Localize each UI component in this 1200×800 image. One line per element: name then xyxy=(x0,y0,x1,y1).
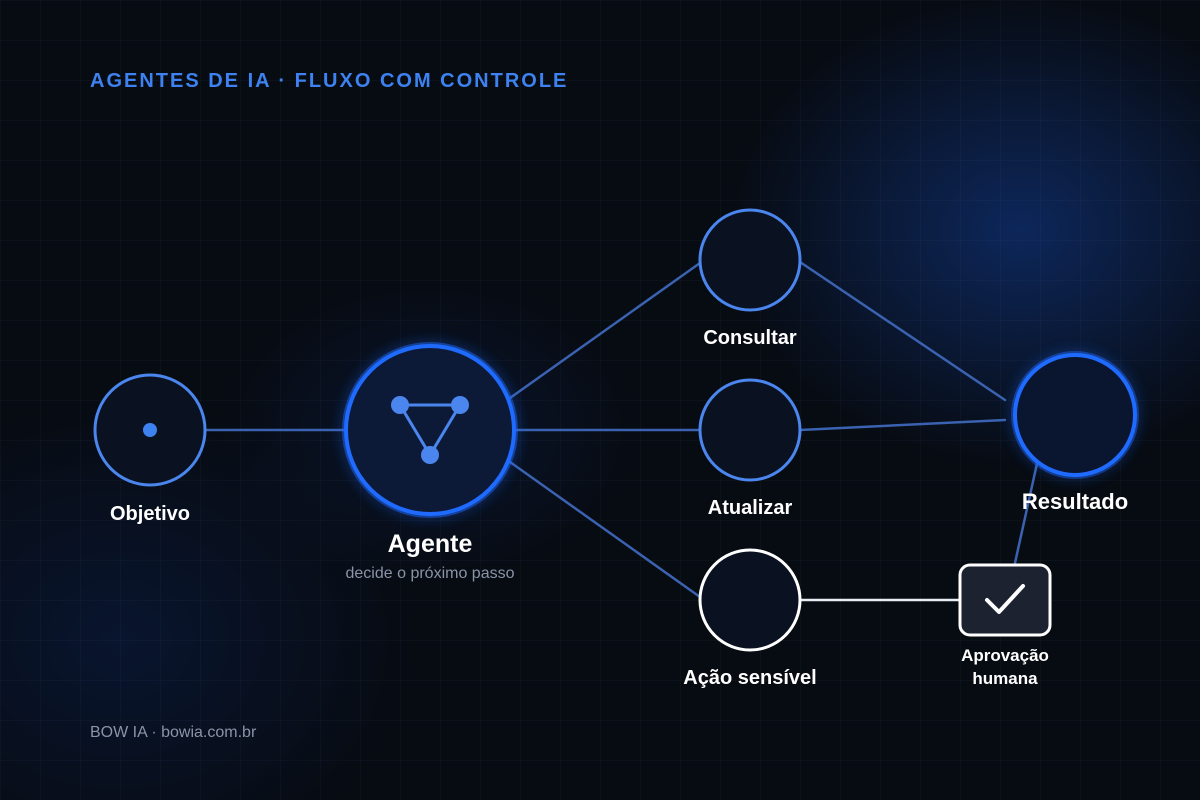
resultado-ring xyxy=(1013,353,1137,477)
node-consultar xyxy=(698,208,802,312)
consultar-label: Consultar xyxy=(703,327,797,349)
aprovacao-label-line2: humana xyxy=(972,669,1038,688)
aprovacao-label-line1: Aprovação xyxy=(961,646,1049,665)
diagram-eyebrow-title: AGENTES DE IA · FLUXO COM CONTROLE xyxy=(90,70,569,92)
aprovacao-box xyxy=(958,563,1052,637)
acao-sensivel-ring xyxy=(698,548,802,652)
node-acao-sensivel xyxy=(698,548,802,652)
node-atualizar xyxy=(698,378,802,482)
footer-credit: BOW IA · bowia.com.br xyxy=(90,724,257,741)
edge-aprovacao-resultado xyxy=(1011,448,1042,574)
acao-sensivel-label: Ação sensível xyxy=(683,667,817,689)
agente-ring xyxy=(344,344,516,516)
node-agente xyxy=(342,342,518,518)
node-aprovacao-humana xyxy=(958,563,1052,637)
edge-agente-acao-sensivel xyxy=(508,460,702,599)
resultado-label: Resultado xyxy=(1021,489,1129,514)
checkmark-icon xyxy=(985,584,1025,614)
objetivo-label: Objetivo xyxy=(109,503,191,525)
atualizar-label: Atualizar xyxy=(707,497,793,519)
agente-sublabel: decide o próximo passo xyxy=(345,565,515,582)
connectors xyxy=(203,260,1042,602)
node-resultado xyxy=(1011,351,1139,479)
edge-consultar-resultado xyxy=(798,260,1007,402)
network-triangle-icon xyxy=(391,396,469,464)
edge-agente-consultar xyxy=(508,261,702,400)
consultar-ring xyxy=(698,208,802,312)
edge-atualizar-resultado xyxy=(798,418,1007,432)
agente-label: Agente xyxy=(387,530,473,558)
dot-icon xyxy=(143,423,157,437)
atualizar-ring xyxy=(698,378,802,482)
aprovacao-label: Aprovação humana xyxy=(961,644,1049,690)
node-objetivo xyxy=(93,373,207,487)
